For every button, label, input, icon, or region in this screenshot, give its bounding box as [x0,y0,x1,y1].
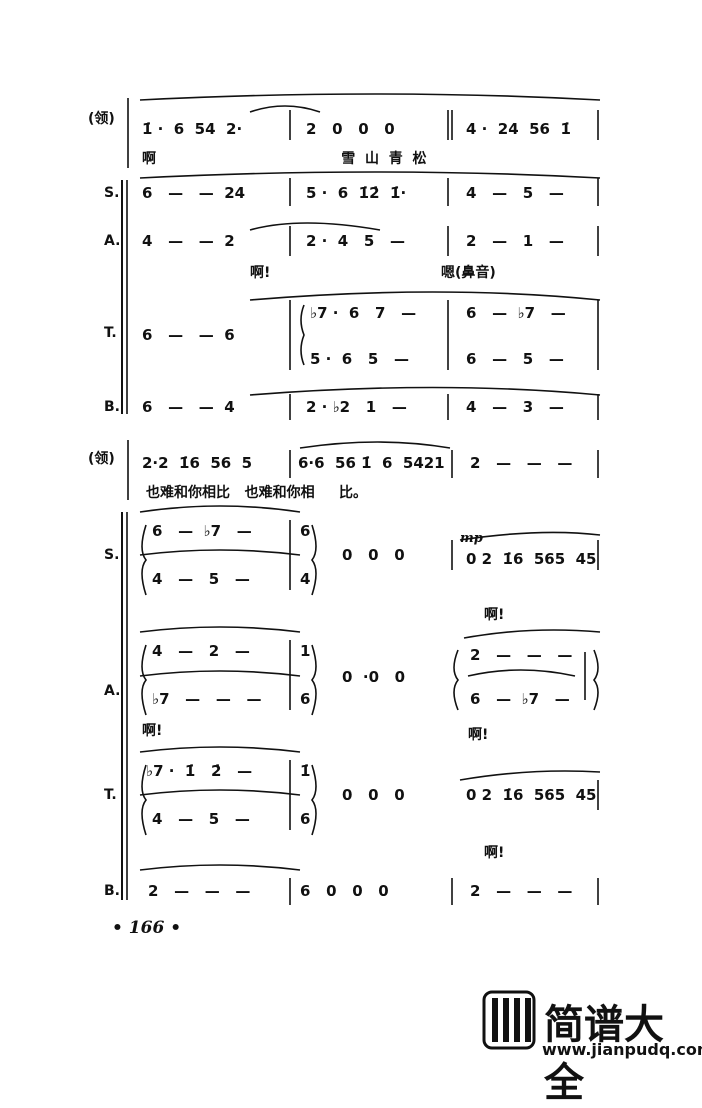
t2-m2b: 6 [300,810,311,828]
lead-lyric: 啊 雪 山 青 松 [142,151,427,167]
s-m2: 5 · 6 1̇2̇ 1̇· [306,184,407,202]
s2-m1b: 4 — 5 — [152,570,250,588]
part-label-s: S. [104,185,120,201]
b-m1: 6 — — 4 [142,398,235,416]
a-m2: 2 · 4 5 — [306,232,406,250]
lead2-m2: 6·6 56 1̇ 6 5421 [298,454,445,472]
part-label-b: B. [104,399,120,415]
part-label-t-2: T. [104,787,117,803]
part-label-a: A. [104,233,121,249]
part-label-a-2: A. [104,683,121,699]
s2-m1a: 6 — ♭7 — [152,522,252,540]
s2-lyric: 啊! [484,607,505,623]
a2-rest: 0 ·0 0 [342,668,406,686]
s2-m2b: 4 [300,570,311,588]
t-m2b: 5 · 6 5 — [310,350,410,368]
s-m1: 6 — — 24 [142,184,246,202]
t2-m3: 0 2 1̇6 565 45 [466,786,597,804]
a2-m1a: 4 — 2 — [152,642,250,660]
t2-rest: 0 0 0 [342,786,405,804]
staff-lines [121,93,601,1050]
b2-m3: 2 — — — [470,882,573,900]
lead2-m3: 2 — — — [470,454,573,472]
t-m1: 6 — — 6 [142,326,235,344]
t2-lyric: 啊! [484,845,505,861]
a-lyric: 啊! 嗯(鼻音) [250,265,496,281]
a2-m1b: ♭7 — — — [152,690,262,708]
part-label-t: T. [104,325,117,341]
watermark-url: www.jianpudq.com [542,1040,702,1059]
dynamic-mp: mp [460,531,483,546]
s2-m2a: 6 [300,522,311,540]
part-label-lead: (领) [88,111,115,127]
s2-m3: 0 2 1̇6 565 45 [466,550,597,568]
b-m3: 4 — 3 — [466,398,564,416]
t-m3a: 6 — ♭7 — [466,304,566,322]
t2-m1b: 4 — 5 — [152,810,250,828]
a2-lyric2: 啊! [468,727,489,743]
t-m2a: ♭7 · 6 7 — [310,304,417,322]
b-m2: 2 · ♭2 1 — [306,398,407,416]
lead-m3: 4 · 24 56 1̇ [466,120,571,138]
b2-m2: 6 0 0 0 [300,882,389,900]
s-m3: 4 — 5 — [466,184,564,202]
part-label-b-2: B. [104,883,120,899]
a-m1: 4 — — 2 [142,232,235,250]
a2-lyric1: 啊! [142,723,163,739]
b2-m1: 2 — — — [148,882,251,900]
part-label-s-2: S. [104,547,120,563]
piano-logo-icon [482,990,536,1050]
lead-m1: 1̇ · 6 54 2· [142,120,243,138]
lead2-lyric: 也难和你相比 也难和你相 比。 [146,485,367,501]
a2-m3b: 6 — ♭7 — [470,690,570,708]
a2-m2b: 6 [300,690,311,708]
t2-m2a: 1̇ [300,762,311,780]
page-number: • 166 • [112,918,182,938]
s2-rest: 0 0 0 [342,546,405,564]
a2-m3a: 2 — — — [470,646,573,664]
t2-m1a: ♭7 · 1̇ 2̇ — [146,762,253,780]
part-label-lead-2: (领) [88,451,115,467]
a2-m2a: 1 [300,642,311,660]
lead-m2: 2 0 0 0 [306,120,395,138]
t-m3b: 6 — 5 — [466,350,564,368]
a-m3: 2 — 1 — [466,232,564,250]
lead2-m1: 2·2 1̇6 56 5 [142,454,253,472]
